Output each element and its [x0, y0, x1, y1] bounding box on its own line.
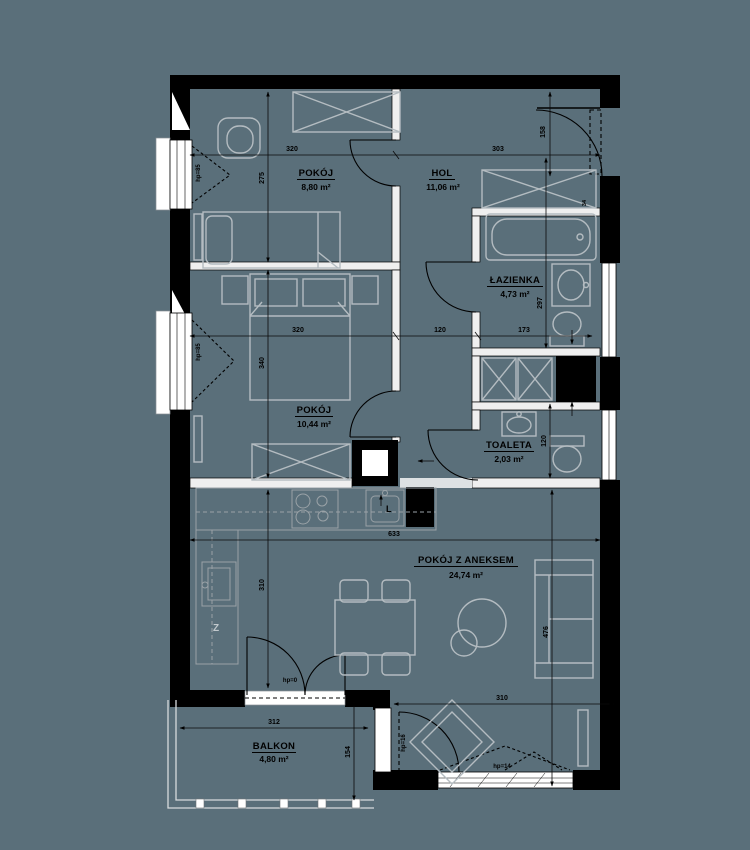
party-wall-wedge [172, 92, 190, 130]
dim-476: 476 [543, 626, 550, 638]
washbasin-icon [501, 411, 537, 437]
armchair-icon [217, 117, 261, 159]
window-left-1 [155, 137, 231, 211]
room-label-pokoj2: POKÓJ 10,44 m² [295, 404, 333, 429]
dim-320-top: 320 [286, 146, 298, 153]
room-labels: POKÓJ 8,80 m² HOL 11,06 m² ŁAZIENKA 4,73… [252, 167, 543, 764]
dim-34: 34 [582, 199, 588, 206]
dim-120-toaleta: 120 [541, 435, 548, 447]
interior-partitions [189, 88, 601, 489]
radiator-icon [193, 415, 203, 463]
toilet-icon [549, 311, 585, 347]
fridge-icon [201, 561, 237, 607]
washing-machine-icon [481, 357, 517, 401]
appliance-label: Z [213, 623, 219, 634]
nook-balcony-door [374, 707, 460, 773]
room-label-balkon: BALKON 4,80 m² [252, 741, 296, 764]
room-name: HOL [432, 168, 453, 179]
radiator-icon [577, 709, 589, 767]
window-left-2 [155, 310, 235, 415]
room-label-lazienka: ŁAZIENKA 4,73 m² [487, 275, 543, 299]
room-area: 4,80 m² [259, 754, 288, 764]
wardrobe-icon [481, 169, 597, 209]
room-name: BALKON [253, 741, 295, 752]
dim-312: 312 [268, 719, 280, 726]
room-area: 2,03 m² [494, 454, 523, 464]
dining-table-icon [334, 579, 416, 676]
fridge-label: L [386, 504, 392, 514]
dim-275: 275 [259, 172, 266, 184]
dim-303: 303 [492, 146, 504, 153]
room-area: 10,44 m² [297, 419, 331, 429]
room-name: TOALETA [486, 440, 532, 451]
dim-310-left: 310 [259, 579, 266, 591]
room-label-salon: POKÓJ Z ANEKSEM 24,74 m² [414, 554, 518, 580]
dim-297: 297 [537, 297, 544, 309]
room-name: POKÓJ [299, 167, 334, 179]
room-area: 8,80 m² [301, 182, 330, 192]
door-toaleta [427, 429, 479, 481]
corridor-threshold [400, 478, 472, 488]
balcony-french-door [244, 636, 346, 706]
dim-158: 158 [540, 126, 547, 138]
room-area: 4,73 m² [500, 289, 529, 299]
dim-320-mid: 320 [292, 327, 304, 334]
shaft [352, 440, 398, 486]
room-area: 11,06 m² [426, 182, 460, 192]
sill-height-balcony-door: hp=0 [283, 678, 298, 684]
kitchen-counter [195, 487, 437, 665]
doors [244, 107, 620, 773]
tall-kitchen-unit [406, 487, 434, 527]
dim-633: 633 [388, 531, 400, 538]
window-right-wc [601, 409, 617, 481]
wardrobe-icon [292, 91, 401, 133]
bathtub-icon [485, 213, 597, 261]
lounge-chair-icon [409, 699, 495, 785]
room-label-toaleta: TOALETA 2,03 m² [484, 440, 534, 464]
technical-shafts [352, 356, 596, 527]
door-pokoj2 [349, 390, 397, 438]
room-area: 24,74 m² [449, 570, 483, 580]
dim-120-corridor: 120 [434, 327, 446, 334]
toilet-icon [549, 435, 585, 473]
sill-height-nook-door: hp=16 [401, 734, 407, 752]
kitchen-sink-icon [365, 489, 405, 527]
door-pokoj1 [349, 139, 397, 187]
windows [155, 137, 617, 789]
dim-340: 340 [259, 357, 266, 369]
dim-310-nook: 310 [496, 695, 508, 702]
entrance-door [535, 107, 620, 177]
double-bed-icon [221, 273, 379, 401]
annotations: hp=0 hp=14 hp=16 hp=85 hp=85 L Z [196, 164, 574, 770]
radiator-icon [193, 213, 203, 261]
cooktop-icon [291, 489, 339, 529]
sill-height-window-1: hp=85 [196, 164, 202, 182]
shaft [556, 356, 596, 402]
sill-height-window-2: hp=85 [196, 343, 202, 361]
room-name: POKÓJ Z ANEKSEM [418, 554, 514, 566]
party-wall-wedge [172, 290, 186, 316]
single-bed-icon [202, 211, 341, 269]
window-right-bath [601, 262, 617, 358]
exterior-walls [170, 75, 620, 790]
room-label-pokoj1: POKÓJ 8,80 m² [297, 167, 335, 192]
door-lazienka [425, 261, 477, 313]
room-name: POKÓJ [297, 404, 332, 416]
dryer-icon [517, 357, 553, 401]
dim-154: 154 [345, 746, 352, 758]
dimension-lines: 320 303 275 158 34 320 340 120 173 297 1… [179, 91, 615, 801]
room-name: ŁAZIENKA [490, 275, 540, 286]
balcony-railing [167, 700, 374, 809]
sill-height-nook-window: hp=14 [493, 764, 511, 770]
wardrobe-icon [251, 443, 351, 481]
sofa-icon [534, 559, 594, 679]
room-label-hol: HOL 11,06 m² [426, 168, 460, 192]
coffee-table-icon [450, 598, 507, 657]
dim-173: 173 [518, 327, 530, 334]
washbasin-icon [551, 263, 591, 307]
